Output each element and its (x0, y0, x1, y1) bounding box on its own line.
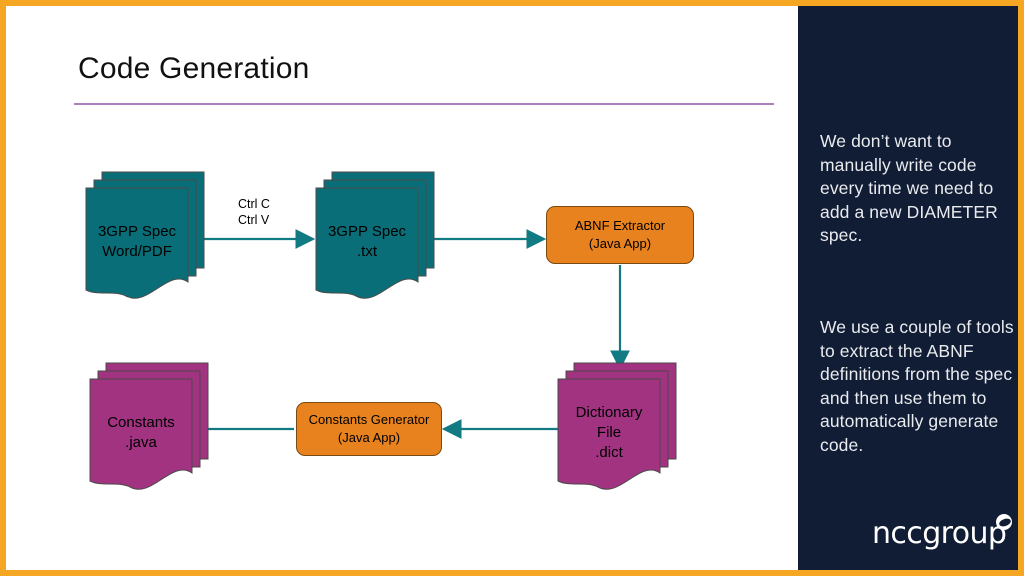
node-label-line: (Java App) (337, 430, 401, 445)
multi-document-shape (315, 171, 435, 299)
node-spec-txt[interactable]: 3GPP Spec .txt (315, 171, 435, 306)
node-dictionary-file[interactable]: Dictionary File .dict (557, 362, 677, 497)
node-spec-word-pdf[interactable]: 3GPP Spec Word/PDF (85, 171, 205, 306)
multi-document-shape (85, 171, 205, 299)
node-label-line: Constants Generator (308, 412, 430, 427)
edge-label-line: Ctrl C (238, 197, 270, 211)
page-title: Code Generation (78, 52, 310, 85)
title-underline-rule (74, 103, 774, 105)
multi-document-shape (557, 362, 677, 490)
node-label-line: (Java App) (588, 236, 652, 251)
nccgroup-logo-text: nccgroup (872, 516, 1007, 551)
nccgroup-logo: nccgroup (872, 514, 1012, 558)
multi-document-shape (89, 362, 209, 490)
nccgroup-swoosh-icon (996, 514, 1012, 530)
node-constants-generator[interactable]: Constants Generator (Java App) (296, 402, 442, 456)
node-label-line: ABNF Extractor (574, 218, 666, 233)
flow-diagram: 3GPP Spec Word/PDF Ctrl C Ctrl V 3GPP Sp… (6, 6, 798, 570)
edge-label-copy-paste: Ctrl C Ctrl V (238, 196, 270, 228)
node-label: ABNF Extractor (Java App) (575, 217, 665, 253)
sidebar-notes-panel: We don’t want to manually write code eve… (798, 6, 1018, 570)
node-abnf-extractor[interactable]: ABNF Extractor (Java App) (546, 206, 694, 264)
sidebar-note-1: We don’t want to manually write code eve… (820, 131, 998, 245)
node-constants-java[interactable]: Constants .java (89, 362, 209, 497)
sidebar-note-2: We use a couple of tools to extract the … (820, 317, 1014, 455)
node-label: Constants Generator (Java App) (309, 411, 430, 447)
edge-label-line: Ctrl V (238, 213, 270, 227)
